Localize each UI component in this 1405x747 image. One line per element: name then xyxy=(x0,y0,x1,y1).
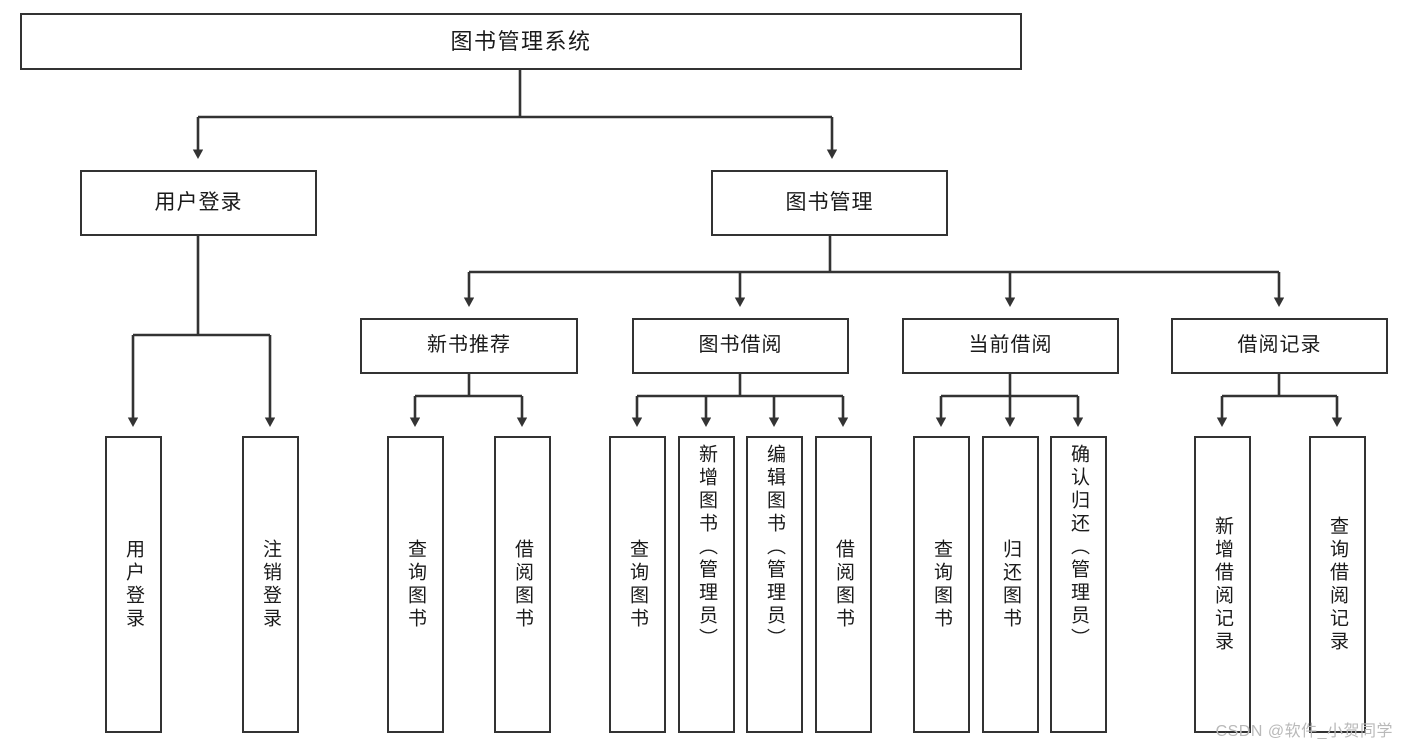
node-root-system-label: 图书管理系统 xyxy=(450,28,592,54)
node-leaf-borrow-book-1-label: 借阅图书 xyxy=(512,538,533,631)
node-leaf-query-record-label: 查询借阅记录 xyxy=(1327,515,1348,654)
node-leaf-logout-label: 注销登录 xyxy=(260,538,281,631)
node-leaf-confirm-return-label: 确认归还（管理员） xyxy=(1068,444,1089,651)
node-leaf-edit-book[interactable]: 编辑图书（管理员） xyxy=(746,436,803,733)
node-book-manage-label: 图书管理 xyxy=(785,190,874,214)
node-borrow-record[interactable]: 借阅记录 xyxy=(1171,318,1388,374)
node-leaf-query-record[interactable]: 查询借阅记录 xyxy=(1309,436,1366,733)
node-current-borrow-label: 当前借阅 xyxy=(968,334,1053,357)
node-current-borrow[interactable]: 当前借阅 xyxy=(902,318,1119,374)
node-book-borrow-label: 图书借阅 xyxy=(698,334,783,357)
node-leaf-borrow-book-2-label: 借阅图书 xyxy=(833,538,854,631)
node-leaf-add-book[interactable]: 新增图书（管理员） xyxy=(678,436,735,733)
node-leaf-add-record[interactable]: 新增借阅记录 xyxy=(1194,436,1251,733)
node-leaf-add-record-label: 新增借阅记录 xyxy=(1212,515,1233,654)
node-leaf-add-book-label: 新增图书（管理员） xyxy=(696,444,717,651)
node-user-login-label: 用户登录 xyxy=(154,190,243,214)
node-leaf-query-book-3-label: 查询图书 xyxy=(931,538,952,631)
node-leaf-return-book-label: 归还图书 xyxy=(1000,538,1021,631)
node-leaf-return-book[interactable]: 归还图书 xyxy=(982,436,1039,733)
node-leaf-borrow-book-1[interactable]: 借阅图书 xyxy=(494,436,551,733)
node-book-borrow[interactable]: 图书借阅 xyxy=(632,318,849,374)
node-borrow-record-label: 借阅记录 xyxy=(1237,334,1322,357)
node-leaf-confirm-return[interactable]: 确认归还（管理员） xyxy=(1050,436,1107,733)
csdn-watermark: CSDN @软件_小贺同学 xyxy=(1215,723,1393,740)
node-leaf-query-book-1[interactable]: 查询图书 xyxy=(387,436,444,733)
node-root-system[interactable]: 图书管理系统 xyxy=(20,13,1022,70)
node-leaf-query-book-2[interactable]: 查询图书 xyxy=(609,436,666,733)
node-leaf-user-login[interactable]: 用户登录 xyxy=(105,436,162,733)
node-leaf-query-book-1-label: 查询图书 xyxy=(405,538,426,631)
node-leaf-query-book-2-label: 查询图书 xyxy=(627,538,648,631)
node-leaf-user-login-label: 用户登录 xyxy=(123,538,144,631)
node-new-book-recommend[interactable]: 新书推荐 xyxy=(360,318,578,374)
node-book-manage[interactable]: 图书管理 xyxy=(711,170,948,236)
node-user-login[interactable]: 用户登录 xyxy=(80,170,317,236)
node-leaf-logout[interactable]: 注销登录 xyxy=(242,436,299,733)
node-leaf-edit-book-label: 编辑图书（管理员） xyxy=(764,444,785,651)
node-leaf-query-book-3[interactable]: 查询图书 xyxy=(913,436,970,733)
node-new-book-recommend-label: 新书推荐 xyxy=(427,334,511,357)
node-leaf-borrow-book-2[interactable]: 借阅图书 xyxy=(815,436,872,733)
